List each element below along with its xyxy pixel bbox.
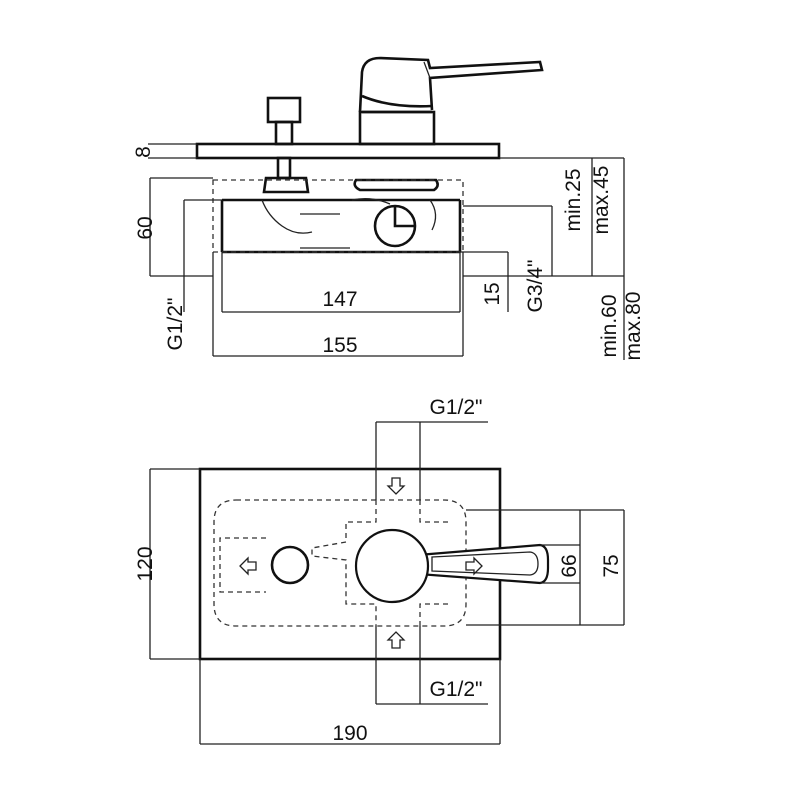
plan-diverter-circle [270,545,310,585]
dim-body-width: 147 [322,288,357,311]
dim-depth-max: max.45 [590,166,613,235]
dim-total-min: min.60 [598,294,621,357]
cartridge-circle [373,204,417,248]
arrow-right-icon [465,556,483,576]
plan-left-outlet-box [219,537,266,593]
plan-view: G1/2" G1/2" 120 190 66 75 [134,396,625,745]
dim-offset: 15 [481,282,504,305]
plan-mixer-lever [354,528,550,604]
plan-embedded-box [213,499,467,627]
dim-total-max: max.80 [622,292,645,361]
plan-dimension-lines [149,421,625,745]
cover-plate [195,142,501,160]
dim-top-thread: G1/2" [430,396,483,419]
dim-box-width: 155 [322,334,357,357]
dim-outlet-thread: G3/4" [524,260,547,313]
dim-bottom-thread: G1/2" [430,678,483,701]
side-dimension-lines [148,143,625,360]
dim-depth-min: min.25 [562,168,585,231]
embedded-box [212,179,464,253]
diverter-knob [266,96,302,180]
dim-plate-thickness: 8 [132,146,155,158]
arrow-up-icon [386,631,406,649]
dim-inlet-thread: G1/2" [164,298,187,351]
arrow-left-icon [239,556,257,576]
arrow-down-icon [386,477,406,495]
valve-body [220,178,462,254]
plan-inner-outline [311,500,452,626]
hex-nut [262,176,310,194]
dim-lever-width: 66 [558,554,581,577]
lever-handle [358,56,544,146]
dim-body-height: 60 [134,216,157,239]
side-view: 8 60 G1/2" 147 155 15 G3/4" min.25 max.4… [132,56,645,361]
dim-plate-width: 190 [332,722,367,745]
dim-plate-height: 120 [134,546,157,581]
dim-box-height: 75 [600,554,623,577]
